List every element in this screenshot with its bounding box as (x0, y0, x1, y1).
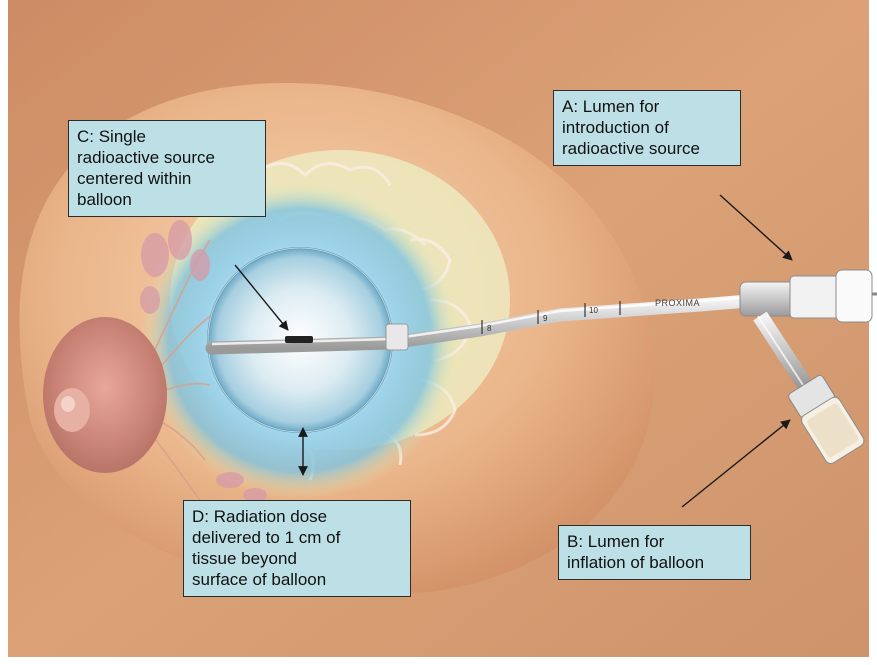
label-a: A: Lumen for introduction of radioactive… (553, 90, 741, 166)
label-a-line-1: A: Lumen for (562, 96, 732, 117)
label-b-line-2: inflation of balloon (567, 552, 742, 573)
label-b: B: Lumen for inflation of balloon (558, 525, 751, 580)
catheter-mark-10: 10 (589, 306, 598, 315)
label-d-line-1: D: Radiation dose (192, 506, 402, 527)
catheter-brand-text: PROXIMA (655, 298, 700, 308)
label-d-line-3: tissue beyond (192, 548, 402, 569)
label-a-line-3: radioactive source (562, 138, 732, 159)
label-b-line-1: B: Lumen for (567, 531, 742, 552)
label-c-line-1: C: Single (77, 126, 257, 147)
catheter-mark-9: 9 (543, 314, 548, 323)
label-d-line-2: delivered to 1 cm of (192, 527, 402, 548)
label-c-line-2: radioactive source (77, 147, 257, 168)
label-a-line-2: introduction of (562, 117, 732, 138)
label-d-line-4: surface of balloon (192, 569, 402, 590)
catheter-mark-8: 8 (487, 324, 492, 333)
label-c: C: Single radioactive source centered wi… (68, 120, 266, 217)
radioactive-source (285, 336, 313, 343)
label-d: D: Radiation dose delivered to 1 cm of t… (183, 500, 411, 597)
label-c-line-4: balloon (77, 189, 257, 210)
label-c-line-3: centered within (77, 168, 257, 189)
